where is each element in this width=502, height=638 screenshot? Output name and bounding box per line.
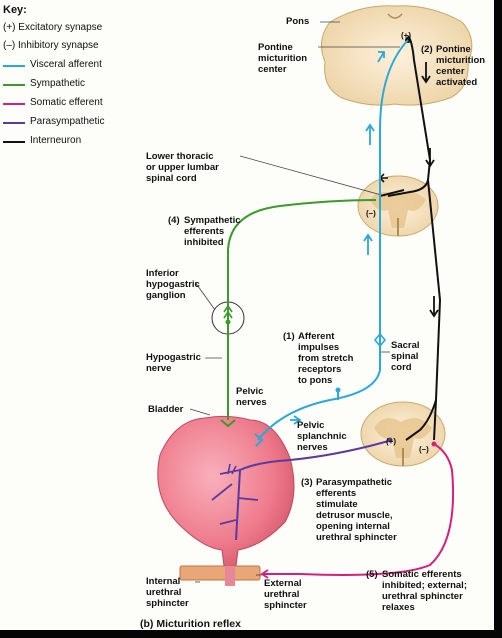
label-pons-plus: (+) xyxy=(401,31,411,40)
frame-border-bottom xyxy=(0,630,502,638)
parasympathetic-pathway xyxy=(235,439,393,541)
label-pontine-center: Pontine micturition center xyxy=(258,42,308,75)
somatic-efferent-pathway xyxy=(262,443,455,576)
sacral-cord-section xyxy=(360,401,446,467)
label-lower-thoracic: Lower thoracic or upper lumbar spinal co… xyxy=(146,151,219,184)
step5-number: (5) xyxy=(366,569,378,580)
label-step3: Parasympathetic efferents stimulate detr… xyxy=(316,477,397,543)
key-interneuron: Interneuron xyxy=(30,135,82,146)
label-thoracic-minus: (–) xyxy=(366,209,376,218)
key-line-somatic xyxy=(3,103,25,105)
key-line-sympathetic xyxy=(3,84,25,86)
step3-number: (3) xyxy=(301,477,313,488)
frame-border-right xyxy=(494,0,502,638)
label-hypogastric: Hypogastric nerve xyxy=(146,352,201,374)
key-inhibitory: (–) Inhibitory synapse xyxy=(3,40,99,51)
label-step1: Afferent impulses from stretch receptors… xyxy=(298,331,354,386)
pons-midline xyxy=(387,13,403,19)
label-external-sphincter: External urethral sphincter xyxy=(264,578,307,611)
label-sacral-minus: (–) xyxy=(419,445,429,454)
key-excitatory: (+) Excitatory synapse xyxy=(3,22,103,33)
sympathetic-pathway xyxy=(227,199,377,420)
key-title: Key: xyxy=(3,4,27,16)
key-line-interneuron xyxy=(3,141,25,143)
label-pons: Pons xyxy=(286,16,310,27)
key-somatic: Somatic efferent xyxy=(30,97,103,108)
step4-number: (4) xyxy=(168,215,180,226)
figure-caption: (b) Micturition reflex xyxy=(140,618,241,630)
bladder-shape xyxy=(157,415,295,567)
step2-number: (2) xyxy=(421,44,433,55)
visceral-afferent-pathway xyxy=(257,39,409,441)
key-sympathetic: Sympathetic xyxy=(30,78,86,89)
label-step5: Somatic efferents inhibited; external; u… xyxy=(382,569,467,613)
label-pelvic-splanchnic: Pelvic splanchnic nerves xyxy=(297,420,347,453)
key-line-visceral xyxy=(3,65,25,67)
label-bladder: Bladder xyxy=(148,404,184,415)
label-sacral-plus: (+) xyxy=(386,437,396,446)
label-sacral: Sacral spinal cord xyxy=(391,340,420,373)
urethra xyxy=(225,566,235,586)
key-visceral: Visceral afferent xyxy=(30,59,102,70)
key-line-parasympathetic xyxy=(3,122,25,124)
label-pelvic-nerves: Pelvic nerves xyxy=(236,386,267,408)
label-step4: Sympathetic efferents inhibited xyxy=(184,215,241,248)
step1-number: (1) xyxy=(283,331,295,342)
label-internal-sphincter: Internal urethral sphincter xyxy=(146,576,189,609)
label-step2: Pontine micturition center activated xyxy=(436,44,486,88)
external-sphincter-shape xyxy=(179,565,261,581)
label-ganglion: Inferior hypogastric ganglion xyxy=(146,268,200,301)
key-parasympathetic: Parasympathetic xyxy=(30,116,105,127)
